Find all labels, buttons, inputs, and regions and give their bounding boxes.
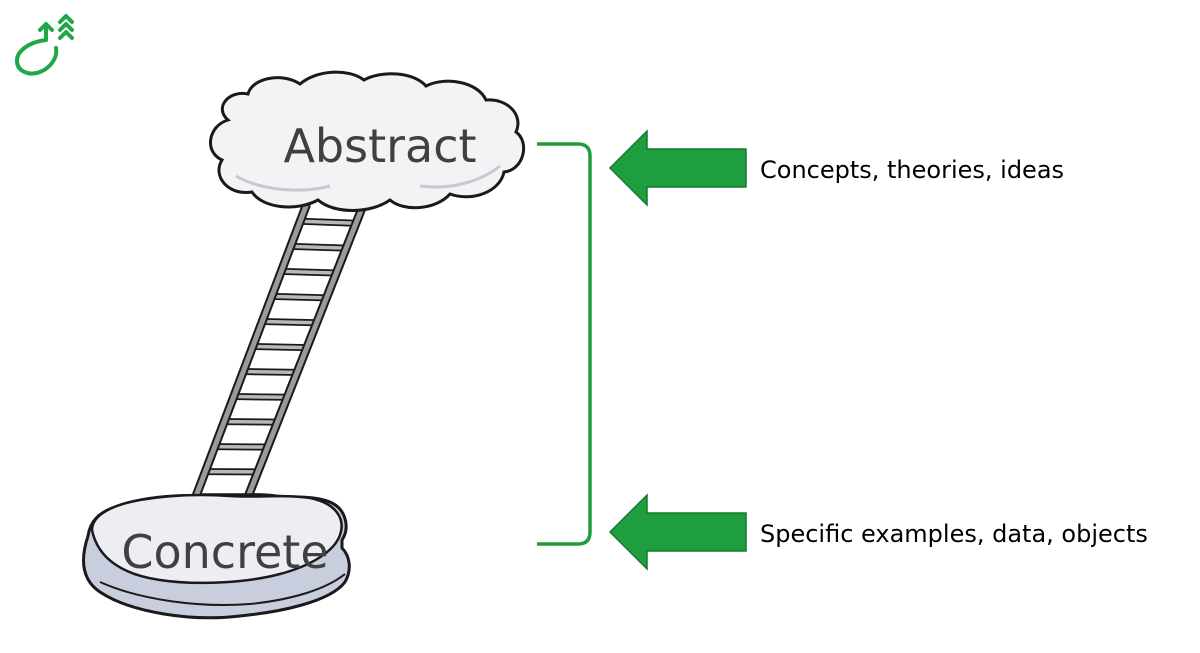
bottom-arrow-icon xyxy=(608,493,747,571)
ladder-rung-highlight xyxy=(269,294,329,300)
ladder xyxy=(185,201,367,517)
concrete-rock xyxy=(82,493,351,620)
concrete-label: Concrete xyxy=(121,525,328,579)
ladder-rung-highlight xyxy=(222,419,280,424)
abstract-cloud xyxy=(209,70,526,212)
concrete-description: Specific examples, data, objects xyxy=(760,520,1148,548)
ladder-rail xyxy=(187,203,309,515)
ladder-rung-highlight xyxy=(279,269,339,275)
range-bracket xyxy=(537,142,592,546)
top-arrow-icon xyxy=(608,129,747,207)
ladder-rung-highlight xyxy=(241,369,299,375)
ladder-rung-highlight xyxy=(298,219,358,225)
ladder-rung-highlight xyxy=(232,394,290,400)
abstract-description: Concepts, theories, ideas xyxy=(760,156,1064,184)
ladder-rung-highlight xyxy=(288,244,348,250)
logo-icon xyxy=(15,14,74,76)
ladder-rung-highlight xyxy=(260,319,319,325)
abstract-label: Abstract xyxy=(283,119,476,173)
ladder-rung-highlight xyxy=(250,344,309,350)
ladder-rail xyxy=(239,205,365,515)
